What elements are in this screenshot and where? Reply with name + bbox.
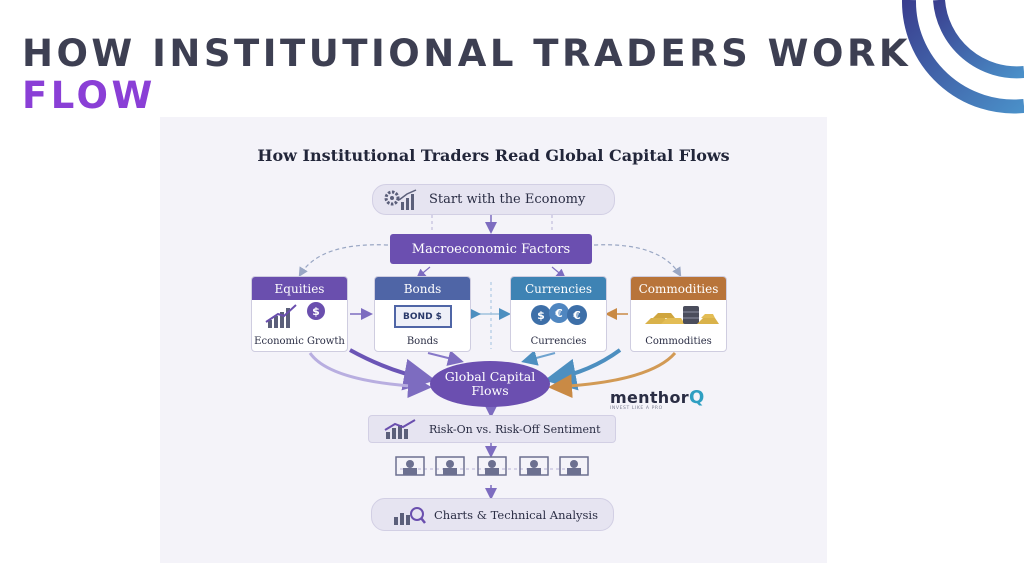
- commodities-card: Commodities Commodities: [630, 276, 727, 352]
- macroeconomic-factors-box: Macroeconomic Factors: [390, 234, 592, 264]
- bond-certificate-icon: BOND $: [393, 305, 452, 328]
- chart-magnifier-icon: [394, 506, 426, 525]
- logo-tagline: INVEST LIKE A PRO: [610, 406, 663, 411]
- gears-chart-icon: [384, 188, 417, 210]
- global-capital-flows-node: Global Capital Flows: [430, 361, 550, 407]
- start-economy-box: Start with the Economy: [372, 184, 615, 215]
- svg-text:$: $: [537, 309, 545, 322]
- menthorq-logo: menthorQ INVEST LIKE A PRO: [610, 387, 705, 411]
- sentiment-label: Risk-On vs. Risk-Off Sentiment: [429, 422, 601, 436]
- growth-chart-dollar-icon: $: [265, 302, 325, 328]
- start-economy-label: Start with the Economy: [429, 192, 586, 207]
- equities-card-header: Equities: [252, 277, 347, 300]
- svg-text:€: €: [554, 307, 563, 320]
- global-capital-flows-line2: Flows: [471, 383, 509, 398]
- currencies-card: Currencies $ € € Currencies: [510, 276, 607, 352]
- logo-name: menthor: [610, 388, 689, 407]
- bonds-card: Bonds BOND $ Bonds: [374, 276, 471, 352]
- technical-analysis-box: Charts & Technical Analysis: [371, 498, 614, 531]
- currencies-card-header: Currencies: [511, 277, 606, 300]
- trader-desks-icon: [395, 456, 589, 476]
- currency-coins-icon: $ € €: [531, 303, 587, 325]
- technical-analysis-label: Charts & Technical Analysis: [434, 507, 598, 522]
- decorative-arcs-icon: [901, 0, 1024, 114]
- svg-text:€: €: [572, 309, 581, 322]
- slide-subtitle: FLOW: [22, 74, 156, 117]
- gold-oil-barrel-icon: [645, 306, 719, 324]
- global-capital-flows-line1: Global Capital: [444, 369, 536, 384]
- currencies-card-footer: Currencies: [530, 336, 587, 347]
- bonds-card-header: Bonds: [375, 277, 470, 300]
- svg-text:$: $: [312, 305, 320, 318]
- diagram-title: How Institutional Traders Read Global Ca…: [257, 146, 730, 165]
- diagram-panel: How Institutional Traders Read Global Ca…: [160, 117, 827, 563]
- equities-card-footer: Economic Growth: [254, 336, 345, 347]
- equities-card: Equities $ Economic Growth: [251, 276, 348, 352]
- bond-badge-text: BOND $: [403, 311, 442, 322]
- logo-q-icon: Q: [688, 387, 705, 408]
- slide-title: HOW INSTITUTIONAL TRADERS WORK: [22, 32, 912, 75]
- flow-connectors: [298, 215, 682, 500]
- bonds-card-footer: Bonds: [406, 336, 439, 347]
- commodities-card-footer: Commodities: [645, 336, 712, 347]
- commodities-card-header: Commodities: [631, 277, 726, 300]
- sentiment-box: Risk-On vs. Risk-Off Sentiment: [368, 415, 616, 443]
- market-chart-icon: [384, 419, 416, 439]
